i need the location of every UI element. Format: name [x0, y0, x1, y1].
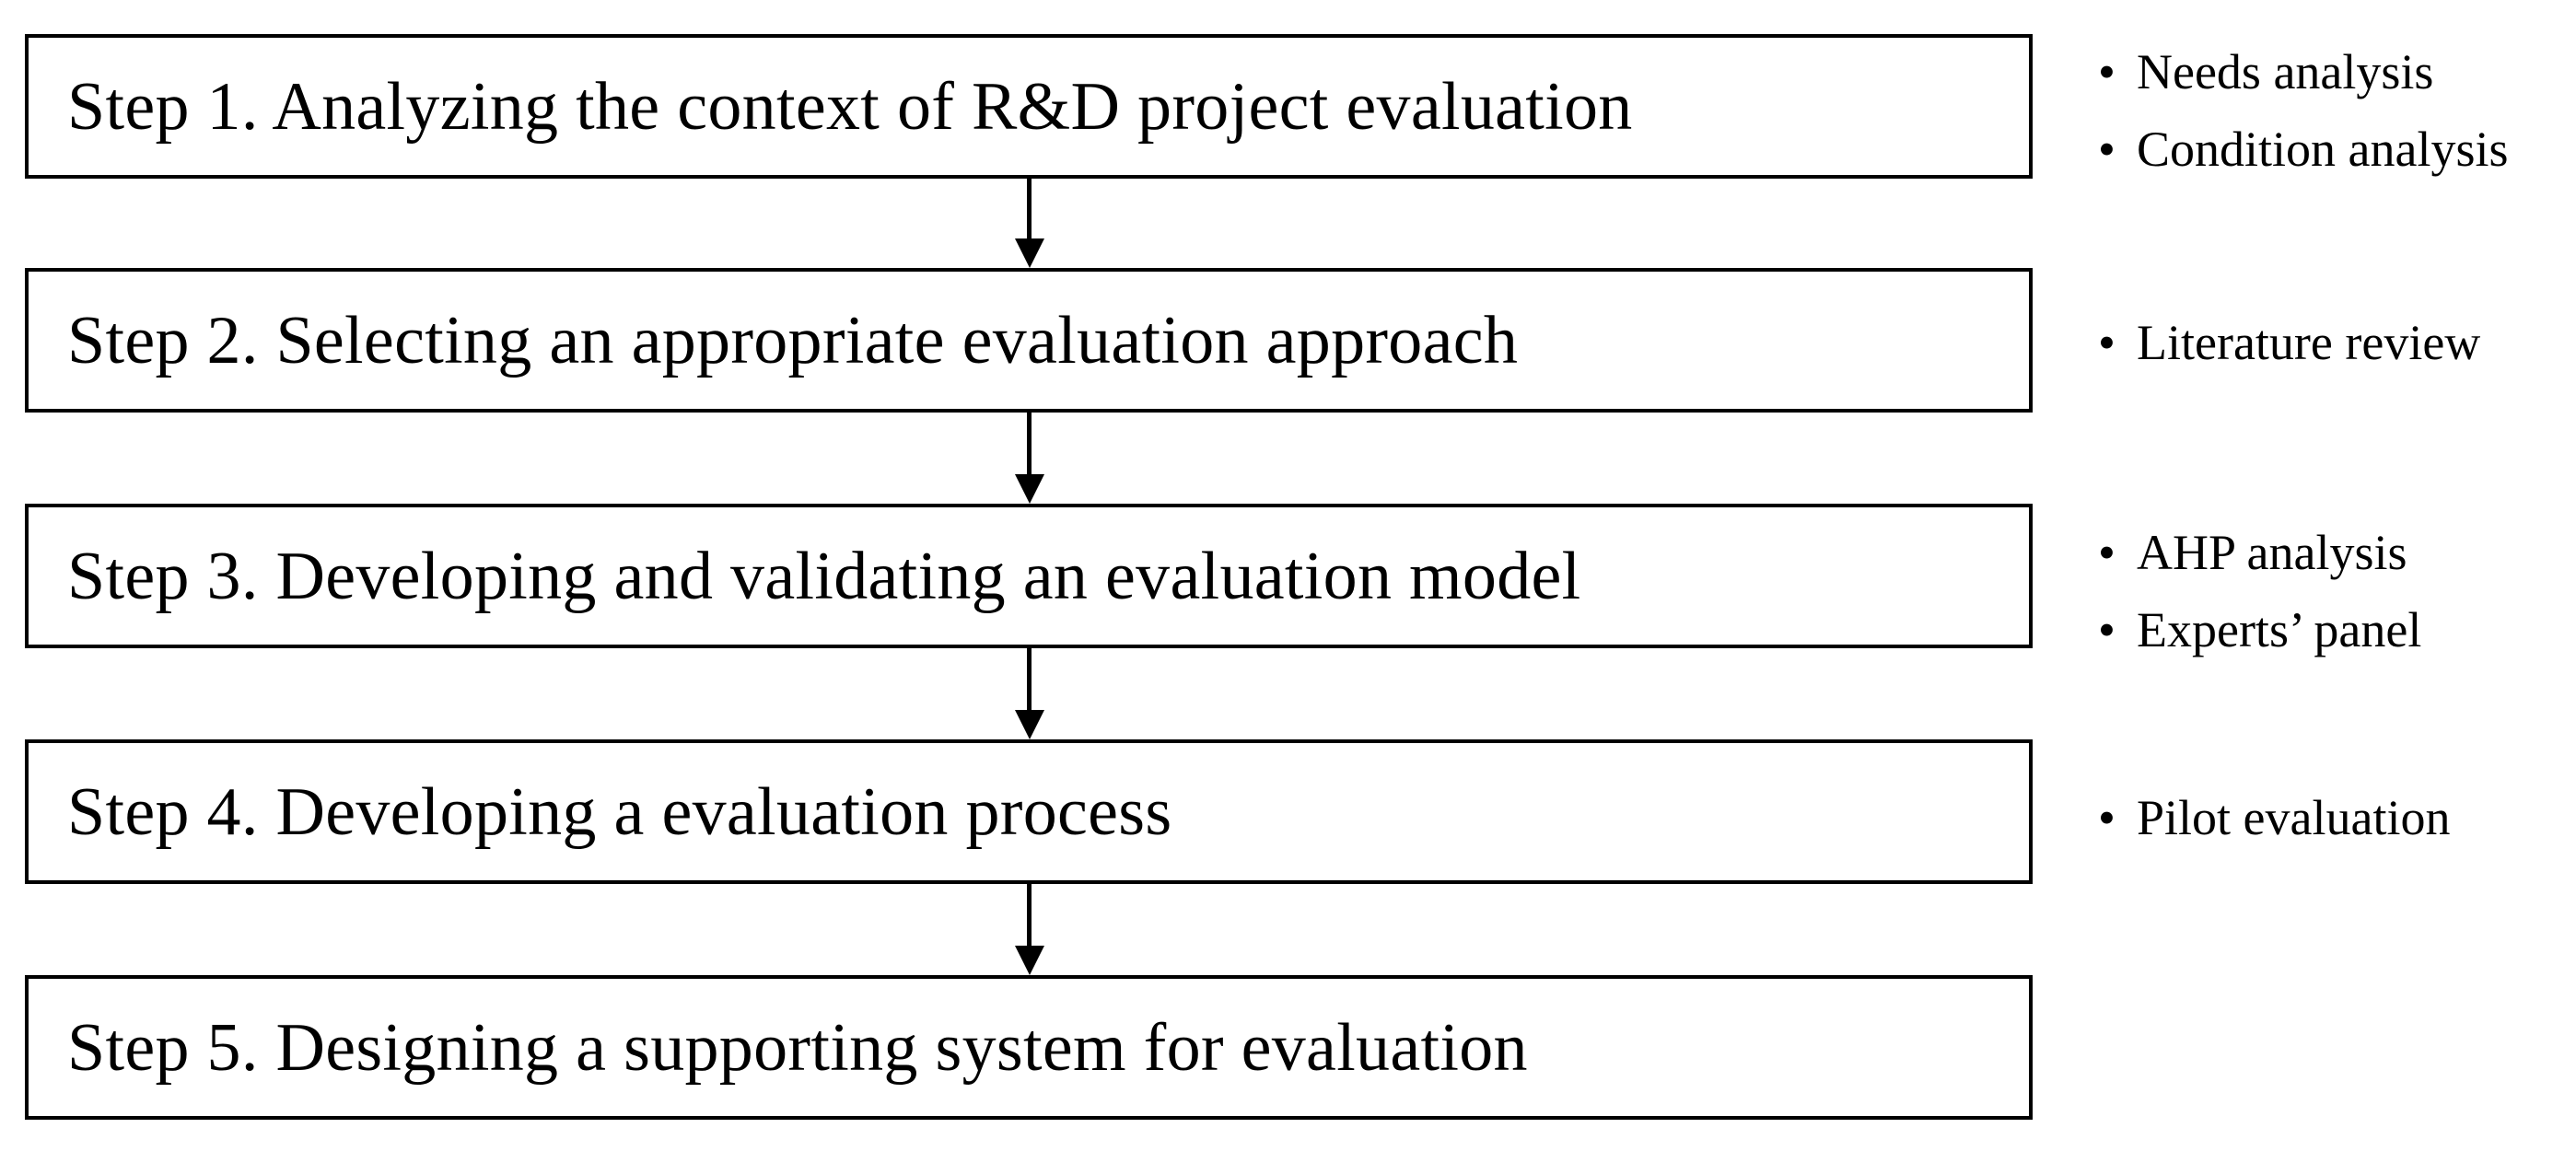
- step-1-annotations: •Needs analysis •Condition analysis: [2098, 33, 2509, 188]
- annotation-item: •Condition analysis: [2098, 110, 2509, 188]
- step-2-annotations: •Literature review: [2098, 304, 2480, 381]
- arrow-step-3-to-4: [1004, 648, 1055, 739]
- arrow-step-2-to-3: [1004, 413, 1055, 504]
- annotation-item: •Pilot evaluation: [2098, 779, 2450, 856]
- step-3-annotations: •AHP analysis •Experts’ panel: [2098, 514, 2421, 669]
- bullet-icon: •: [2098, 790, 2116, 845]
- arrow-step-4-to-5: [1004, 884, 1055, 975]
- annotation-item: •Experts’ panel: [2098, 591, 2421, 669]
- step-3-box: Step 3. Developing and validating an eva…: [25, 504, 2033, 648]
- step-2-box: Step 2. Selecting an appropriate evaluat…: [25, 268, 2033, 413]
- annotation-item: •Literature review: [2098, 304, 2480, 381]
- bullet-icon: •: [2098, 525, 2116, 580]
- step-1-label: Step 1. Analyzing the context of R&D pro…: [67, 68, 1633, 145]
- bullet-icon: •: [2098, 315, 2116, 370]
- step-4-box: Step 4. Developing a evaluation process: [25, 739, 2033, 884]
- bullet-icon: •: [2098, 602, 2116, 657]
- step-5-box: Step 5. Designing a supporting system fo…: [25, 975, 2033, 1120]
- step-4-annotations: •Pilot evaluation: [2098, 779, 2450, 856]
- bullet-icon: •: [2098, 122, 2116, 177]
- annotation-item: •AHP analysis: [2098, 514, 2421, 591]
- step-2-label: Step 2. Selecting an appropriate evaluat…: [67, 302, 1519, 378]
- arrow-step-1-to-2: [1004, 179, 1055, 268]
- step-3-label: Step 3. Developing and validating an eva…: [67, 538, 1581, 614]
- step-4-label: Step 4. Developing a evaluation process: [67, 773, 1172, 850]
- step-5-label: Step 5. Designing a supporting system fo…: [67, 1009, 1528, 1086]
- bullet-icon: •: [2098, 44, 2116, 99]
- step-1-box: Step 1. Analyzing the context of R&D pro…: [25, 34, 2033, 179]
- annotation-item: •Needs analysis: [2098, 33, 2509, 110]
